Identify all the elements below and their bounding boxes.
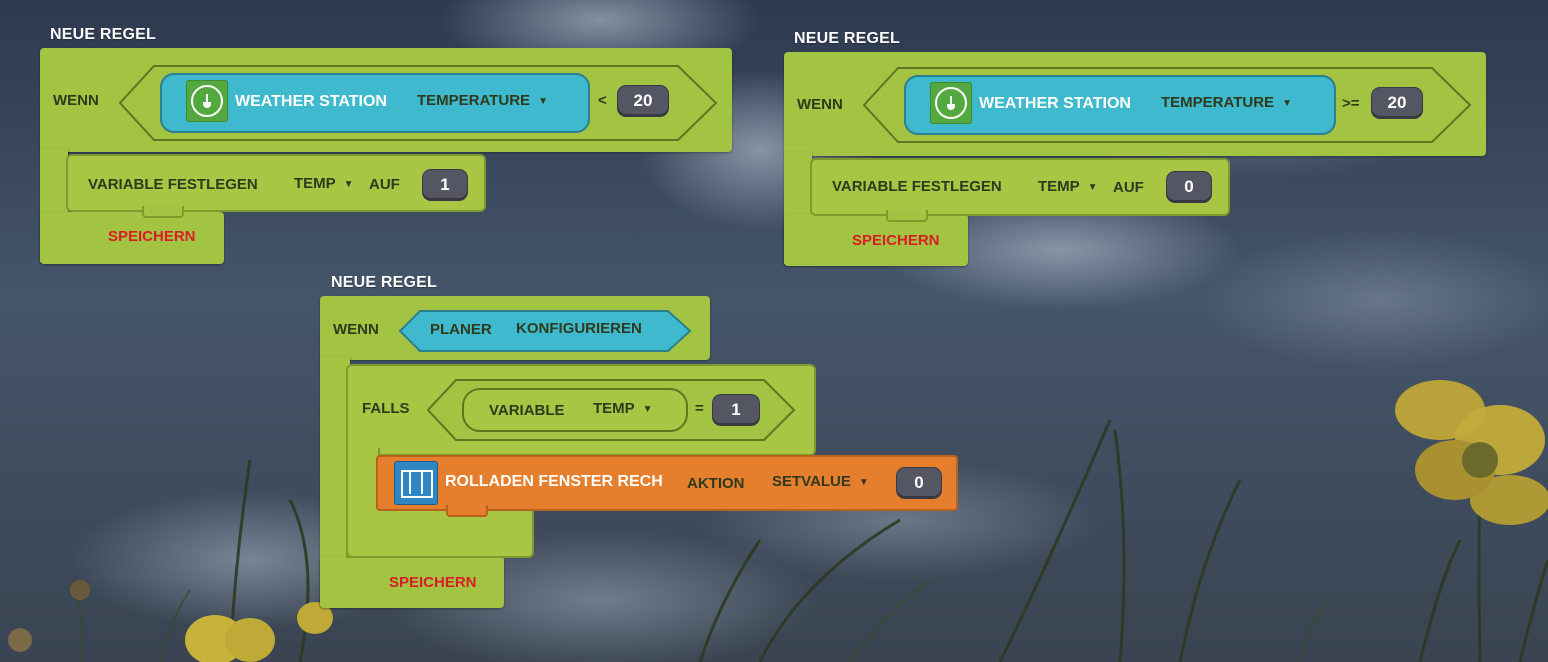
threshold-input[interactable]: 20 (618, 86, 668, 116)
rule-title: NEUE REGEL (331, 274, 438, 291)
device-name: WEATHER STATION (979, 95, 1131, 112)
weather-station-icon (930, 82, 972, 124)
save-block (40, 212, 224, 264)
save-button[interactable]: SPEICHERN (852, 232, 940, 249)
operator: >= (1342, 95, 1360, 112)
shutter-slat (421, 472, 423, 494)
property-value: TEMPERATURE (417, 92, 531, 109)
set-variable-block[interactable] (66, 154, 486, 212)
gauge-ring (191, 85, 223, 117)
operator: < (598, 92, 607, 109)
property-dropdown[interactable]: TEMPERATURE ▼ (1161, 94, 1292, 111)
variable-dropdown[interactable]: TEMP ▼ (1038, 178, 1098, 195)
rule-title: NEUE REGEL (50, 26, 157, 43)
property-dropdown[interactable]: TEMPERATURE ▼ (417, 92, 548, 109)
gauge-needle (206, 94, 208, 104)
set-value-input[interactable]: 1 (423, 170, 467, 200)
if-block-footer (346, 504, 534, 558)
block-connector (142, 206, 184, 218)
device-name: ROLLADEN FENSTER RECH (445, 473, 663, 490)
window-shutter-icon (394, 461, 438, 505)
variable-value: TEMP (294, 175, 336, 192)
action-label: VARIABLE FESTLEGEN (832, 178, 1002, 195)
gauge-needle (950, 96, 952, 106)
save-button[interactable]: SPEICHERN (108, 228, 196, 245)
action-dropdown[interactable]: SETVALUE ▼ (772, 473, 869, 490)
operator: = (695, 400, 704, 417)
condition-label: VARIABLE (489, 402, 565, 419)
actuator-block[interactable] (376, 455, 958, 511)
when-label: WENN (53, 92, 99, 109)
gauge-base (947, 104, 955, 110)
action-value-input[interactable]: 0 (897, 468, 941, 498)
when-label: WENN (797, 96, 843, 113)
chevron-down-icon: ▼ (642, 404, 653, 415)
to-label: AUF (1113, 179, 1144, 196)
if-label: FALLS (362, 400, 410, 417)
condition-value-input[interactable]: 1 (713, 395, 759, 425)
trigger-name: PLANER (430, 321, 492, 338)
trigger-action: KONFIGURIEREN (516, 320, 642, 337)
property-value: TEMPERATURE (1161, 94, 1275, 111)
threshold-input[interactable]: 20 (1372, 88, 1422, 118)
trigger-hex-outline (398, 310, 692, 352)
trigger-block[interactable] (398, 309, 692, 353)
save-button[interactable]: SPEICHERN (389, 574, 477, 591)
sensor-block[interactable] (160, 73, 590, 133)
gauge-ring (935, 87, 967, 119)
action-label: VARIABLE FESTLEGEN (88, 176, 258, 193)
weather-station-icon (186, 80, 228, 122)
shutter-frame (401, 470, 433, 498)
rule-title: NEUE REGEL (794, 30, 901, 47)
variable-dropdown[interactable]: TEMP ▼ (294, 175, 354, 192)
save-block (784, 214, 968, 266)
sensor-block[interactable] (904, 75, 1336, 135)
chevron-down-icon: ▼ (858, 477, 869, 488)
block-connector (446, 505, 488, 517)
variable-getter[interactable] (462, 388, 688, 432)
variable-value: TEMP (593, 400, 635, 417)
when-label: WENN (333, 321, 379, 338)
set-value-input[interactable]: 0 (1167, 172, 1211, 202)
gauge-base (203, 102, 211, 108)
chevron-down-icon: ▼ (1282, 98, 1292, 109)
to-label: AUF (369, 176, 400, 193)
chevron-down-icon: ▼ (1087, 182, 1098, 193)
variable-value: TEMP (1038, 178, 1080, 195)
device-name: WEATHER STATION (235, 93, 387, 110)
chevron-down-icon: ▼ (538, 96, 548, 107)
block-connector (886, 210, 928, 222)
set-variable-block[interactable] (810, 158, 1230, 216)
chevron-down-icon: ▼ (343, 179, 354, 190)
action-label: AKTION (687, 475, 745, 492)
action-value: SETVALUE (772, 473, 851, 490)
save-block (320, 556, 504, 608)
shutter-slat (409, 472, 411, 494)
variable-dropdown[interactable]: TEMP ▼ (593, 400, 653, 417)
